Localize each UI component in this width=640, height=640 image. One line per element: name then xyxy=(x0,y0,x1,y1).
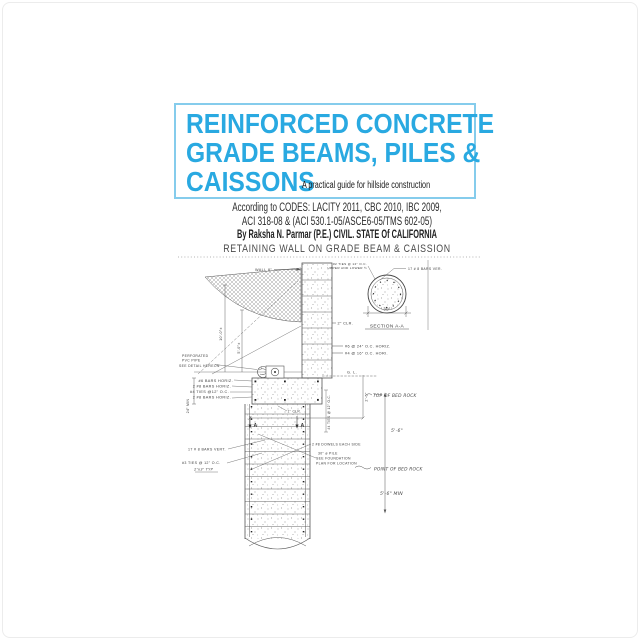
codes-line-2: ACI 318-08 & (ACI 530.1-05/ASCE6-05/TMS … xyxy=(241,215,433,228)
technical-drawing: WALL 8" 2" CLR. #6 @ 24" O.C. HORIZ. #4 … xyxy=(178,256,482,550)
label-horiz-bar2: #4 @ 16" O.C. HORI. xyxy=(345,352,388,356)
drawing-title: RETAINING WALL ON GRADE BEAM & CAISSION xyxy=(223,243,451,255)
codes-line-1: According to CODES: LACITY 2011, CBC 201… xyxy=(232,202,442,214)
title-line-1: REINFORCED CONCRETE xyxy=(186,108,495,139)
label-pvc-3: SEE DETAIL HEREON xyxy=(179,364,220,368)
title-line-2: GRADE BEAMS, PILES & xyxy=(186,137,481,168)
label-beam-width: 2'-6" xyxy=(365,392,369,402)
author-line: By Raksha N. Parmar (P.E.) CIVIL. STATE … xyxy=(236,229,437,241)
label-clearance: 2" CLR. xyxy=(338,322,354,326)
label-pvc-2: PVC PIPE xyxy=(182,359,201,363)
left-dimensions xyxy=(223,284,244,372)
label-bedrock-top: TOP OF BED ROCK xyxy=(373,393,417,399)
label-section-ties1: #2 TIES @ 12" O.C. xyxy=(333,262,367,266)
label-pile-3: PLAN FOR LOCATION xyxy=(316,462,357,466)
label-pile-2: SEE FOUNDATION xyxy=(316,457,351,461)
label-ties-note: 2'x3' TYP xyxy=(194,467,214,472)
label-dowels: 2 #8 DOWELS EACH SIDE xyxy=(312,443,361,447)
label-beam-bar3: 2 #8 BARS HORIZ. xyxy=(193,396,231,400)
label-section-title: SECTION A-A xyxy=(370,324,405,330)
subtitle: A practical guide for hillside construct… xyxy=(302,180,431,191)
section-cut-arrows xyxy=(248,416,299,429)
bedrock-annotations xyxy=(354,392,387,514)
label-beam-bar2: 2 #8 BARS HORIZ. xyxy=(193,385,231,389)
title-line-3: CAISSONS xyxy=(186,166,315,197)
drawing-labels: WALL 8" 2" CLR. #6 @ 24" O.C. HORIZ. #4 … xyxy=(179,262,442,497)
label-pvc-1: PERFORATED xyxy=(182,354,209,358)
label-beam-clr: 1" CLR. xyxy=(288,410,302,414)
label-bedrock-point: POINT OF BED ROCK xyxy=(374,467,423,473)
label-dim-height1: 10'-0"± xyxy=(219,327,223,341)
caisson-pile xyxy=(195,404,317,550)
retaining-wall xyxy=(274,262,343,379)
label-pile-ties: #3 TIES @ 12" O.C. xyxy=(182,461,221,465)
label-horiz-bar1: #6 @ 24" O.C. HORIZ. xyxy=(345,345,391,349)
label-dim-height2: 5'-0"± xyxy=(237,342,241,353)
label-section-ties2: UPPER AND LOWER ½ xyxy=(328,266,368,270)
label-bedrock-depth: 5'-6" xyxy=(391,428,403,434)
label-section-bars: 17 # 8 BARS VER. xyxy=(408,267,442,271)
section-aa-detail xyxy=(363,260,429,330)
label-ground-line: G. L. xyxy=(347,371,357,375)
slope-hatch xyxy=(194,267,302,375)
label-ties-side: #4 TIES @ 12" O.C. xyxy=(327,395,331,430)
label-beam-ties: #4 TIES @12" O.C. xyxy=(190,390,229,394)
label-beam-bar1: #6 BARS HORIZ. xyxy=(199,379,233,383)
label-vert-bars: 17 # 8 BARS VERT. xyxy=(188,448,226,452)
title-box: REINFORCED CONCRETE GRADE BEAMS, PILES &… xyxy=(174,103,494,199)
label-pile-1: 30" ø PILE xyxy=(318,452,338,456)
label-beam-depth: 24" MIN xyxy=(186,399,190,414)
label-bedrock-min: 5'-6" MIN xyxy=(380,491,403,497)
pvc-drain xyxy=(214,364,269,378)
label-section-marker-right: A xyxy=(301,423,305,429)
label-wall-width: WALL 8" xyxy=(255,268,272,272)
label-section-diameter: 30" xyxy=(383,307,390,312)
label-section-marker-left: A xyxy=(254,423,258,429)
